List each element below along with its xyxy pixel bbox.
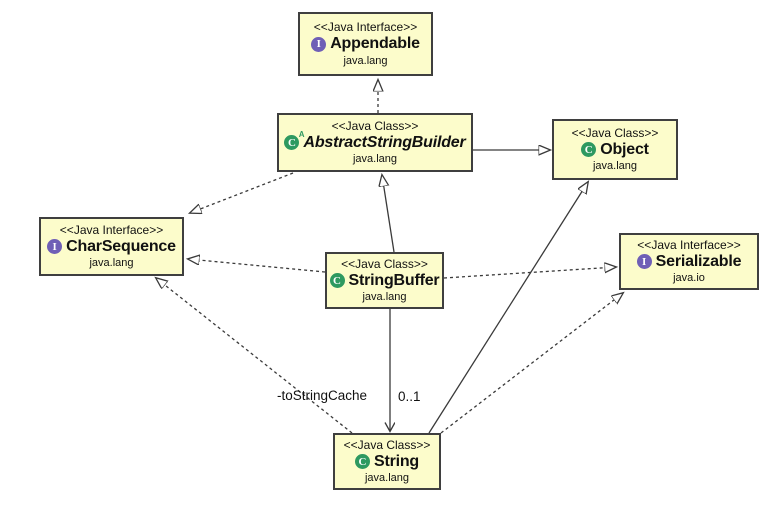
edge-generalization-string-object [428, 182, 588, 434]
package-label: java.io [673, 272, 705, 285]
stereotype-label: <<Java Interface>> [59, 222, 164, 237]
node-charsequence[interactable]: <<Java Interface>> I CharSequence java.l… [39, 217, 184, 276]
node-abstractstringbuilder[interactable]: <<Java Class>> C A AbstractStringBuilder… [277, 113, 473, 172]
edge-realization-string-charsequence [156, 278, 353, 434]
stereotype-label: <<Java Class>> [571, 125, 659, 140]
package-label: java.lang [89, 257, 134, 270]
interface-icon: I [47, 239, 63, 255]
edge-realization-string-serializable [440, 293, 623, 434]
class-icon: C [354, 454, 370, 470]
class-name: Serializable [655, 252, 742, 270]
class-icon: C [329, 273, 345, 289]
stereotype-label: <<Java Class>> [343, 437, 431, 452]
edge-generalization-stringbuffer-abstractstringbuilder [382, 175, 395, 253]
node-object[interactable]: <<Java Class>> C Object java.lang [552, 119, 678, 180]
package-label: java.lang [592, 160, 638, 173]
node-appendable[interactable]: <<Java Interface>> I Appendable java.lan… [298, 12, 433, 76]
interface-icon: I [311, 36, 327, 52]
class-name: CharSequence [66, 237, 176, 255]
edge-realization-abstractstringbuilder-charsequence [190, 172, 294, 213]
node-string[interactable]: <<Java Class>> C String java.lang [333, 433, 441, 490]
stereotype-label: <<Java Interface>> [313, 20, 418, 35]
package-label: java.lang [343, 54, 388, 67]
stereotype-label: <<Java Class>> [341, 256, 428, 271]
class-name: String [373, 452, 420, 470]
node-serializable[interactable]: <<Java Interface>> I Serializable java.i… [619, 233, 759, 290]
class-name: AbstractStringBuilder [303, 133, 466, 151]
class-name: Appendable [330, 35, 420, 53]
abstract-marker: A [298, 130, 305, 140]
package-label: java.lang [364, 472, 410, 485]
node-stringbuffer[interactable]: <<Java Class>> C StringBuffer java.lang [325, 252, 444, 309]
stereotype-label: <<Java Class>> [331, 118, 419, 133]
package-label: java.lang [352, 153, 398, 166]
interface-icon: I [636, 254, 652, 270]
class-name: Object [600, 140, 649, 158]
edge-realization-stringbuffer-charsequence [188, 259, 326, 273]
association-role-label: -toStringCache [277, 388, 368, 403]
class-name: StringBuffer [348, 271, 440, 289]
class-icon: C [581, 142, 597, 158]
abstract-class-icon: C A [284, 130, 304, 151]
package-label: java.lang [362, 291, 407, 304]
association-multiplicity-label: 0..1 [398, 389, 421, 404]
stereotype-label: <<Java Interface>> [637, 237, 741, 252]
